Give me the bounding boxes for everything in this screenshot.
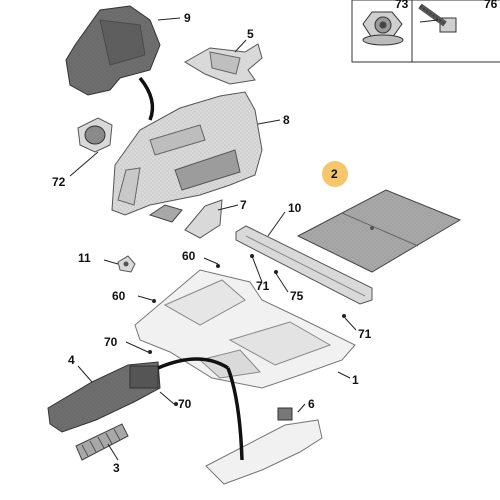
part-6-rear-crossmember	[205, 407, 323, 485]
fastener-inset	[351, 0, 500, 63]
callout-4: 4	[68, 353, 75, 367]
callout-73: 73	[395, 0, 409, 11]
part-5-bracket	[184, 43, 263, 85]
part-1-floor	[134, 269, 356, 389]
part-9-upper-trim	[65, 5, 161, 96]
callout-60-top: 60	[182, 249, 196, 263]
callout-8: 8	[283, 113, 290, 127]
part-7-panel	[184, 199, 223, 239]
callout-70-lower: 70	[178, 397, 192, 411]
callout-11: 11	[78, 251, 91, 265]
callout-76: 76	[484, 0, 498, 11]
part-2-boot-floor-panel	[296, 189, 462, 273]
callout-70-upper: 70	[104, 335, 118, 349]
part-72-cup	[77, 117, 113, 153]
leader-lines	[69, 17, 439, 461]
callout-5: 5	[247, 27, 254, 41]
nut-icon	[362, 11, 404, 46]
part-4-side-bracket	[47, 361, 161, 433]
callout-10: 10	[288, 201, 302, 215]
callout-71-lower: 71	[358, 327, 372, 341]
callout-labels: 9 5 8 72 2 7 10 11 60 71 75 60 71 70 4 1…	[52, 0, 498, 475]
part-10-rail	[235, 225, 373, 305]
fastener-dots	[148, 254, 346, 406]
callout-2: 2	[331, 167, 338, 181]
callout-75: 75	[290, 289, 304, 303]
part-8-clip	[148, 204, 183, 223]
part-11-clip	[117, 255, 136, 273]
part-3-grid-insert	[75, 423, 129, 461]
highlight-circle-2	[322, 161, 348, 187]
callout-3: 3	[113, 461, 120, 475]
callout-6: 6	[308, 397, 315, 411]
callout-1: 1	[352, 373, 359, 387]
callout-71-upper: 71	[256, 279, 270, 293]
callout-7: 7	[240, 198, 247, 212]
callout-9: 9	[184, 11, 191, 25]
part-8-side-trim	[111, 91, 263, 216]
callout-60-left: 60	[112, 289, 126, 303]
connector-lines	[138, 76, 244, 461]
bolt-icon	[418, 3, 457, 33]
callout-72: 72	[52, 175, 66, 189]
